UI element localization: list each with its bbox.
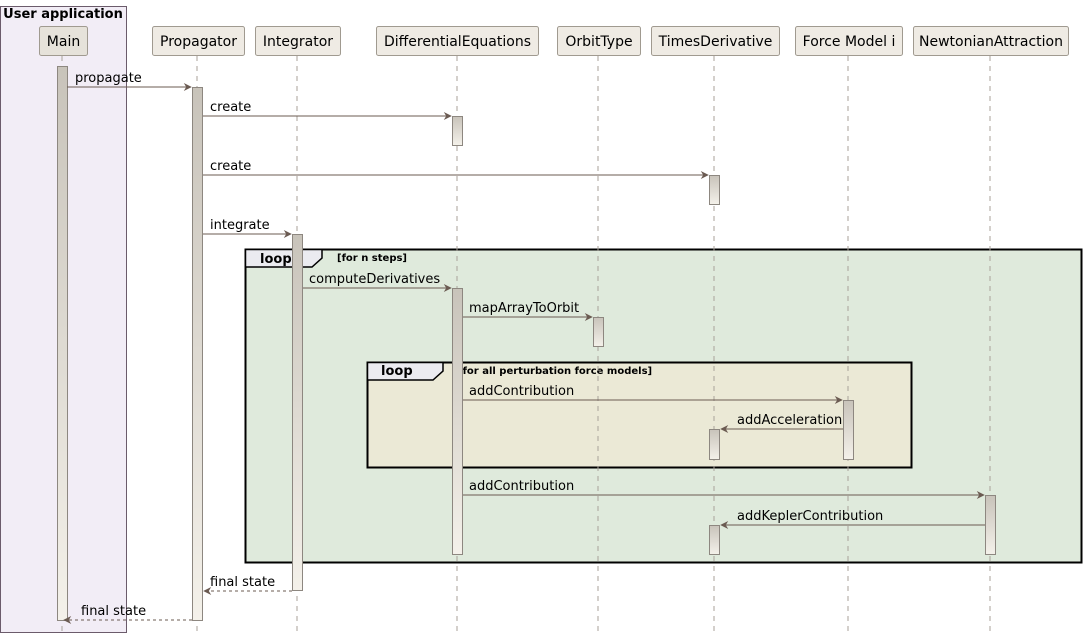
message-label: create — [210, 100, 251, 115]
participant-label: Propagator — [160, 34, 237, 50]
message-label: create — [210, 159, 251, 174]
activation-integrator — [292, 234, 303, 591]
loop-keyword: loop — [381, 364, 413, 379]
activation-orbittype — [593, 317, 604, 347]
activation-timesderiv-kepler — [709, 525, 720, 555]
participant-propagator: Propagator — [152, 26, 245, 56]
activation-propagator — [192, 87, 203, 621]
activations — [57, 66, 996, 621]
participant-label: Main — [47, 34, 80, 50]
participant-label: TimesDerivative — [658, 34, 773, 50]
activation-forcemodel — [843, 400, 854, 460]
participant-orbittype: OrbitType — [557, 26, 641, 56]
participant-label: Force Model i — [803, 34, 896, 50]
participant-integrator: Integrator — [255, 26, 341, 56]
message-label: final state — [210, 575, 275, 590]
participant-label: Integrator — [263, 34, 333, 50]
participant-main: Main — [39, 26, 88, 56]
participant-label: DifferentialEquations — [384, 34, 531, 50]
participant-timesderiv: TimesDerivative — [651, 26, 780, 56]
activation-diffeq-compute — [452, 288, 463, 555]
message-label: integrate — [210, 218, 270, 233]
message-label: mapArrayToOrbit — [469, 301, 579, 316]
participant-forcemodel: Force Model i — [795, 26, 903, 56]
activation-diffeq-create — [452, 116, 463, 146]
participant-diffeq: DifferentialEquations — [376, 26, 539, 56]
messages — [63, 83, 985, 624]
loop-keyword: loop — [260, 252, 292, 267]
message-label: propagate — [75, 71, 142, 86]
participants: Main Propagator Integrator DifferentialE… — [39, 26, 1069, 56]
message-label: addKeplerContribution — [737, 509, 883, 524]
message-label: addContribution — [469, 384, 574, 399]
participant-label: OrbitType — [565, 34, 632, 50]
activation-timesderiv-create — [709, 175, 720, 205]
loop-guard: [for all perturbation force models] — [458, 366, 652, 377]
activation-main — [57, 66, 68, 621]
message-label: addAcceleration — [737, 413, 842, 428]
message-labels: propagate create create integrate comput… — [75, 71, 883, 619]
message-label: addContribution — [469, 479, 574, 494]
activation-timesderiv-accel — [709, 429, 720, 460]
message-label: final state — [81, 604, 146, 619]
activation-newtonian — [985, 495, 996, 555]
message-label: computeDerivatives — [309, 272, 440, 287]
participant-newtonian: NewtonianAttraction — [913, 26, 1069, 56]
participant-label: NewtonianAttraction — [919, 34, 1063, 50]
box-title: User application — [3, 7, 123, 22]
loop-guard: [for n steps] — [337, 253, 407, 264]
